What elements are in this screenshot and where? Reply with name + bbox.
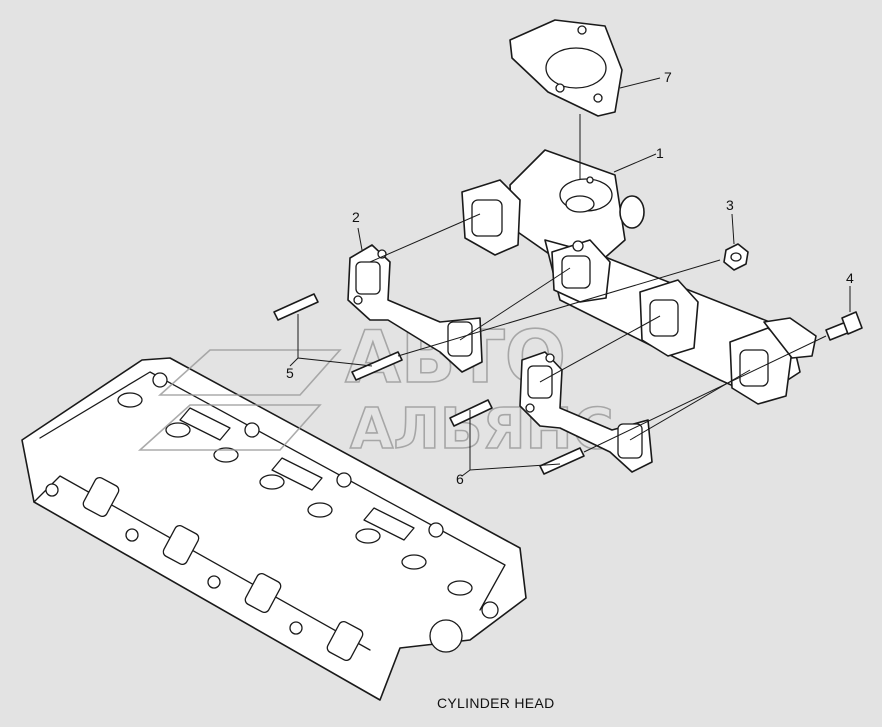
part-6-gasket — [519, 351, 653, 473]
part-1-exhaust-manifold — [461, 149, 817, 405]
callout-2: 2 — [352, 209, 360, 225]
callout-7: 7 — [664, 69, 672, 85]
callout-5: 5 — [286, 365, 294, 381]
callout-4: 4 — [846, 270, 854, 286]
part-7-gasket-plate — [509, 19, 623, 117]
callout-3: 3 — [726, 197, 734, 213]
leader-lines — [289, 77, 851, 477]
callout-6: 6 — [456, 471, 464, 487]
part-3-nut — [723, 243, 749, 271]
callout-labels: 7 1 2 3 4 5 6 — [286, 69, 854, 487]
studs — [273, 293, 585, 475]
diagram-caption: CYLINDER HEAD — [437, 695, 554, 711]
part-4-bolt — [825, 311, 863, 341]
callout-1: 1 — [656, 145, 664, 161]
